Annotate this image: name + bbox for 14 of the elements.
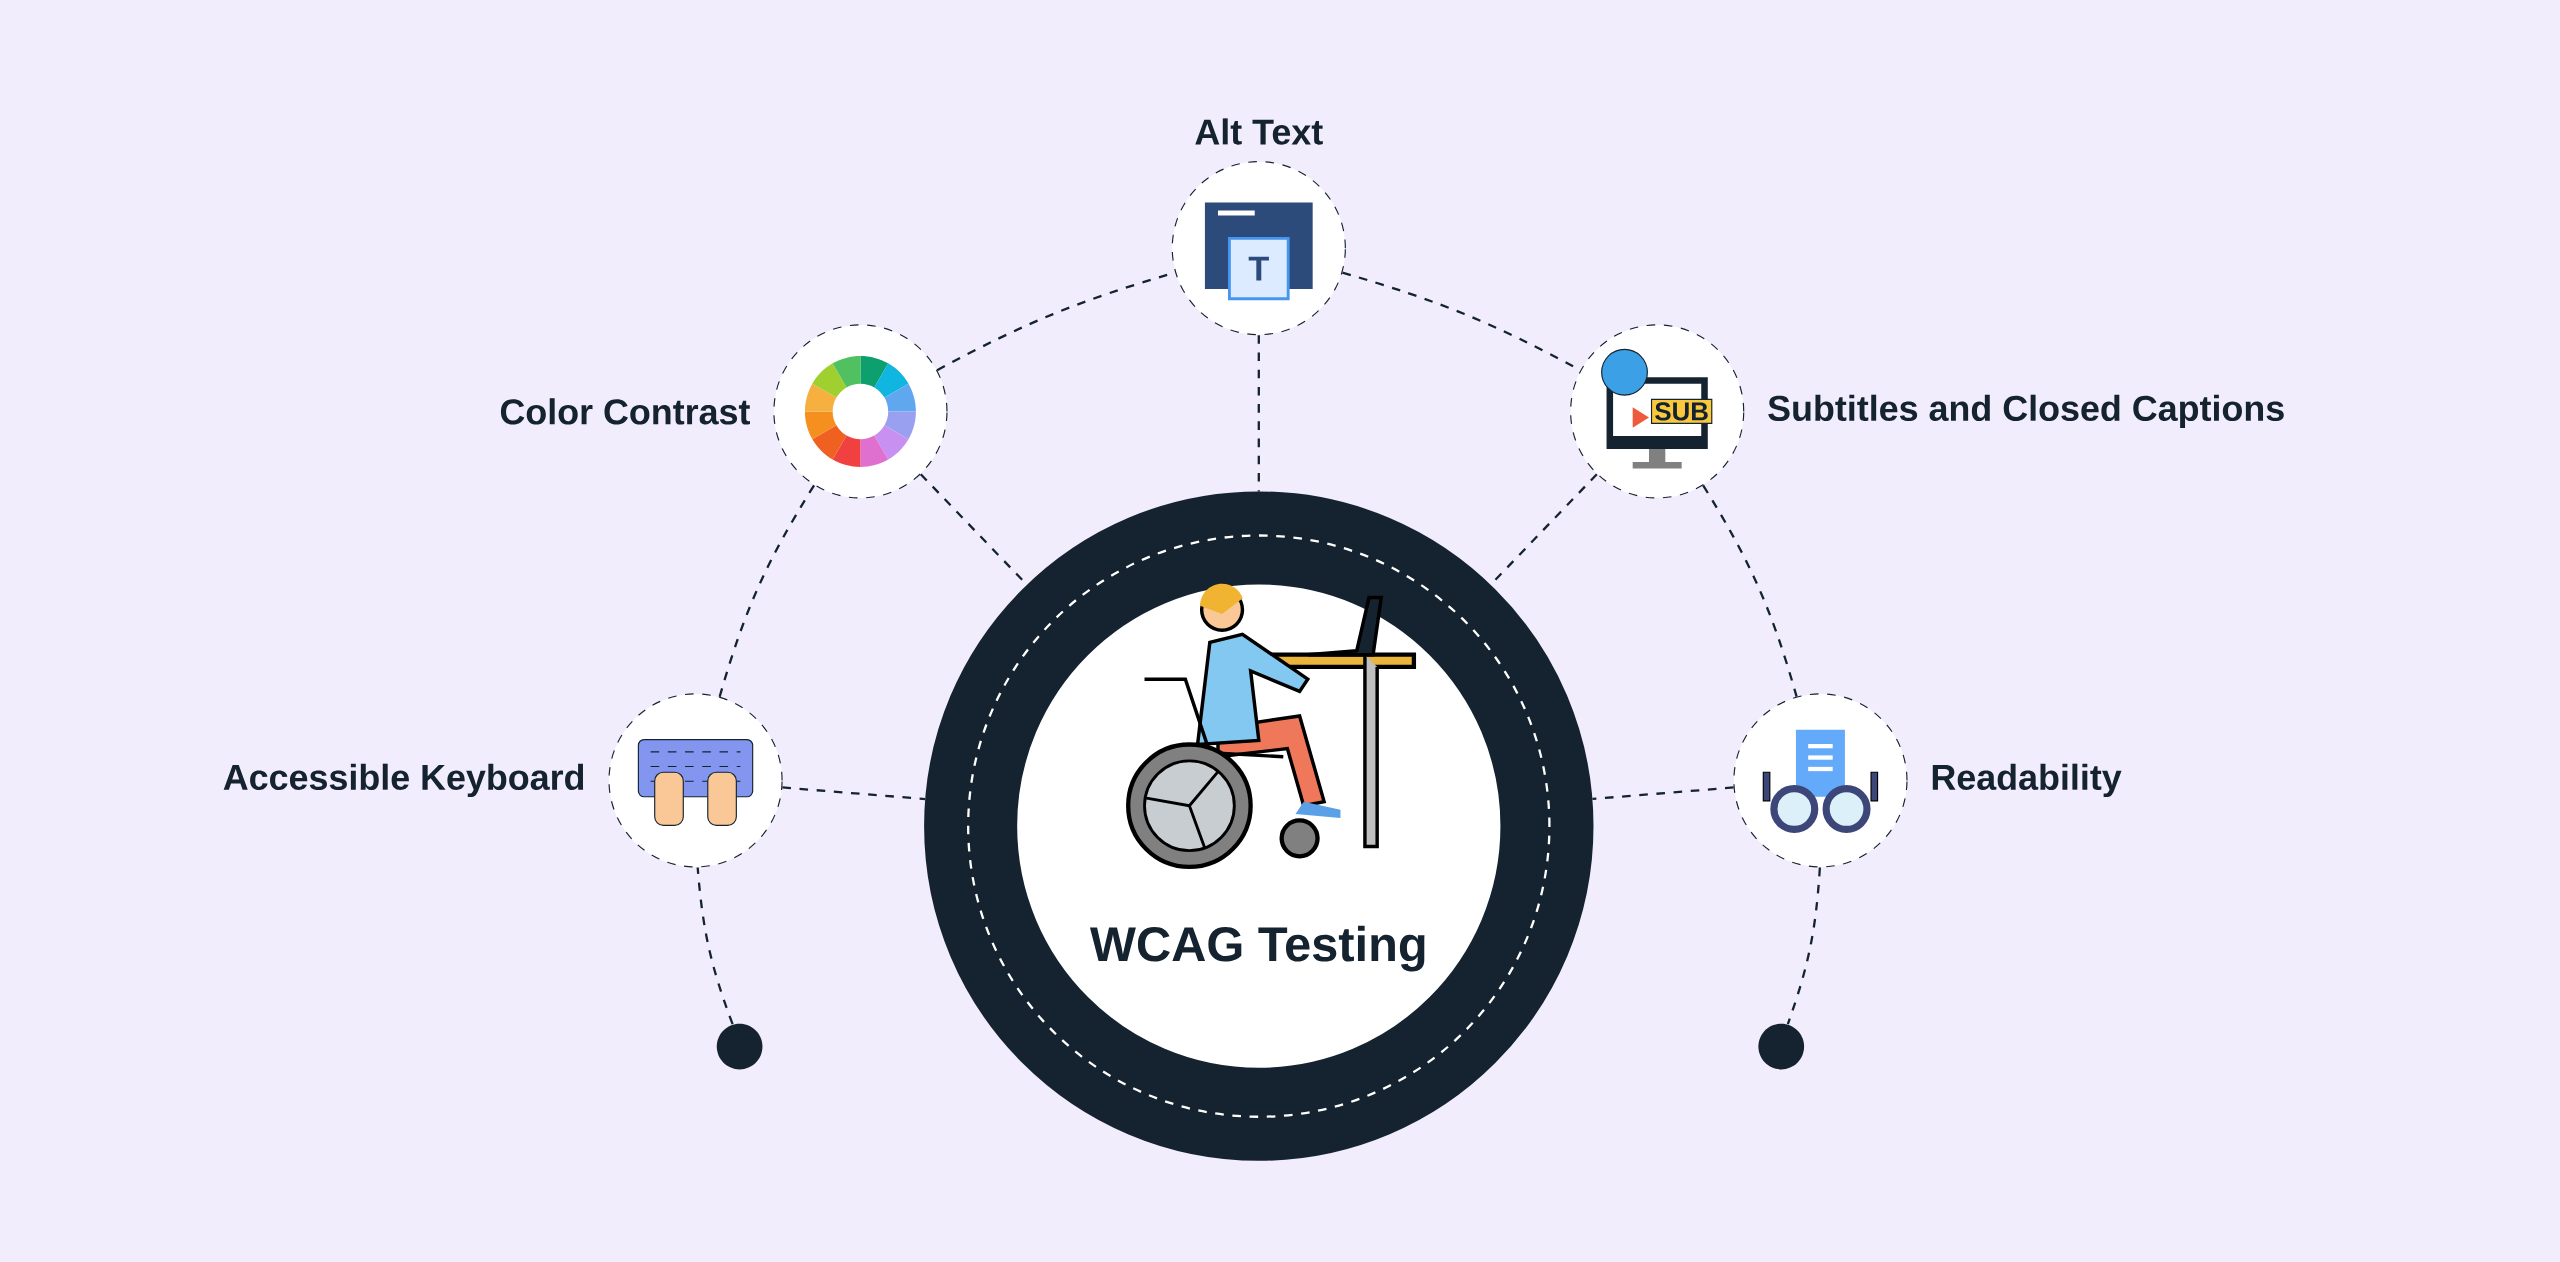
connector-line (718, 484, 816, 698)
connector-line (1702, 484, 1798, 697)
feature-label: Subtitles and Closed Captions (1768, 394, 2284, 429)
feature-label: Color Contrast (500, 398, 750, 425)
connector-line (1257, 335, 1260, 492)
feature-label: Accessible Keyboard (223, 763, 584, 798)
endpoint-dot (716, 1023, 763, 1070)
connector-line (782, 786, 926, 801)
connector-line (696, 867, 734, 1025)
endpoint-dot (1758, 1023, 1805, 1070)
connector-line (1786, 867, 1821, 1025)
feature-label: Readability (1932, 763, 2122, 798)
feature-label: Alt Text (1195, 118, 1323, 145)
connector-line (1592, 786, 1734, 801)
